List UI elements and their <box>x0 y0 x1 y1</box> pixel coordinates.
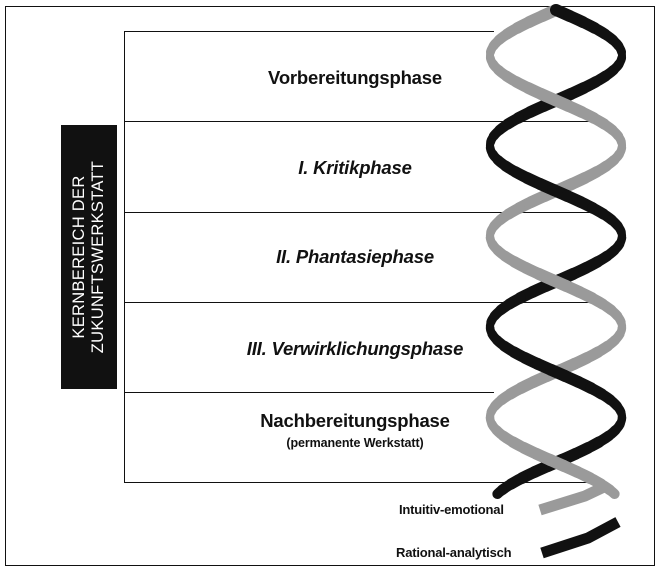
strand-intuitiv-segment <box>621 142 622 148</box>
strand-intuitiv-segment <box>610 490 615 494</box>
strand-rational-segment <box>497 490 502 494</box>
strand-rational-tail <box>542 522 618 553</box>
legend-rational: Rational-analytisch <box>396 545 511 560</box>
strand-rational-segment <box>621 232 622 238</box>
strand-intuitiv-segment <box>621 322 622 328</box>
strand-intuitiv-tail <box>540 486 606 510</box>
strand-rational-segment <box>621 412 622 418</box>
legend-intuitiv: Intuitiv-emotional <box>399 502 504 517</box>
